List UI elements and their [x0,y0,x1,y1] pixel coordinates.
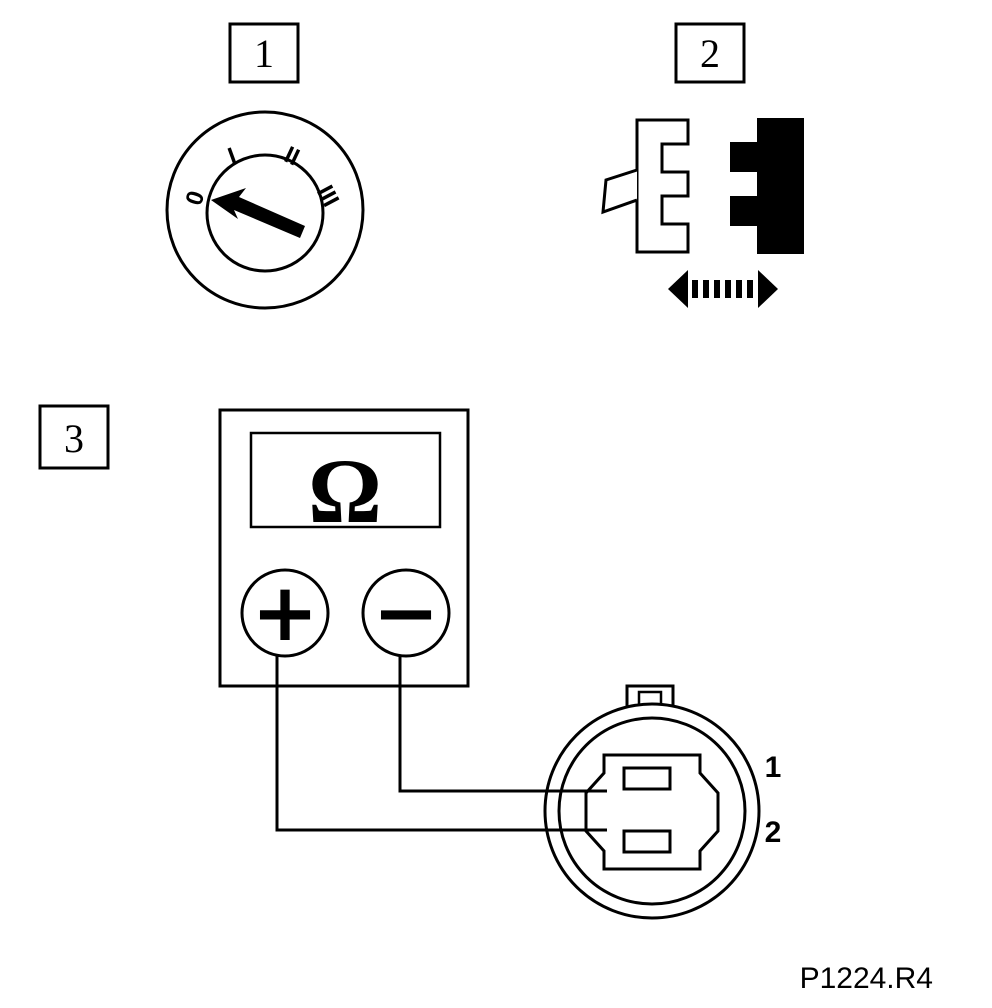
lead-minus [398,656,607,793]
step-2-box: 2 [674,22,746,84]
step-1-box: 1 [228,22,300,84]
pin-1-terminal [622,766,672,791]
connector-half-right [730,118,804,254]
plus-terminal [240,568,330,658]
minus-terminal [361,568,451,658]
connector-disconnect-icon [601,118,804,254]
ohmmeter-icon: Ω + − [218,408,470,688]
ignition-switch-icon: 0 I II III [165,110,365,310]
connector-latch [601,168,638,215]
minus-symbol: − [372,566,439,659]
lead-plus [275,656,607,832]
step-2-label: 2 [700,31,720,76]
step-1-label: 1 [254,31,274,76]
step-3-box: 3 [38,404,110,470]
pin-1-label: 1 [765,751,782,784]
connector-half-left [635,118,690,254]
reference-code: P1224.R4 [800,962,933,995]
step-3-label: 3 [64,416,84,461]
plus-symbol: + [251,566,318,659]
sensor-connector-icon: 1 2 [540,684,782,920]
double-arrow-icon [668,270,778,308]
pin-2-terminal [622,829,672,854]
pin-2-label: 2 [765,816,782,849]
ignition-key-arrow [211,188,305,238]
ohm-symbol: Ω [308,440,382,542]
